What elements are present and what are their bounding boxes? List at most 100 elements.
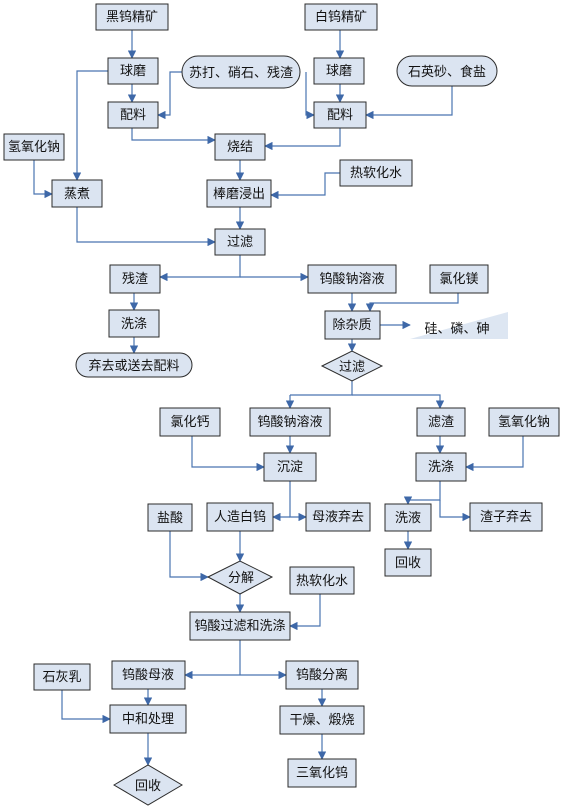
node-naoh-1 xyxy=(3,133,65,161)
edge-additives-to-mix xyxy=(157,71,182,120)
edge-precip-to-motherliquor xyxy=(289,481,307,522)
label-additives-1: 苏打、硝石、残渣 xyxy=(189,65,293,81)
label-dry-calcine: 干燥、煅烧 xyxy=(289,712,354,728)
edge-water-to-rodmill xyxy=(270,172,340,200)
node-purify xyxy=(324,310,381,340)
edge-additives-to-mix2 xyxy=(305,72,315,120)
node-ball-mill-2 xyxy=(313,57,365,85)
node-recover-1 xyxy=(384,548,432,577)
node-tungstic-separate xyxy=(285,660,359,690)
edge-ballmill-to-boil xyxy=(72,70,108,181)
node-discard-or-mix xyxy=(75,352,193,378)
label-hot-soft-water-1: 热软化水 xyxy=(350,166,402,181)
label-boil: 蒸煮 xyxy=(64,187,90,202)
edge-mix2-to-sinter xyxy=(264,128,341,151)
label-decompose: 分解 xyxy=(228,571,254,586)
label-residue-1: 残渣 xyxy=(122,272,148,287)
node-mix-2 xyxy=(313,101,367,129)
node-mix-1 xyxy=(107,101,159,129)
edge-lime-to-neutralize xyxy=(61,690,111,724)
edge-filter-to-residue xyxy=(159,255,241,282)
node-slag-discard xyxy=(469,502,543,532)
label-tungstic-separate: 钨酸分离 xyxy=(296,667,348,683)
node-ball-mill-1 xyxy=(107,57,159,85)
node-tungstate-solution-2 xyxy=(249,407,331,437)
node-hot-soft-water-2 xyxy=(289,566,355,595)
label-tungstate-solution-1: 钨酸钠溶液 xyxy=(319,271,384,287)
label-recover-1: 回收 xyxy=(395,556,421,571)
edge-filter2-split xyxy=(290,381,353,396)
node-tungstic-mother xyxy=(111,660,186,690)
node-filter-2 xyxy=(320,350,384,382)
label-naoh-1: 氢氧化钠 xyxy=(8,140,60,155)
label-discard-or-mix: 弃去或送去配料 xyxy=(88,359,179,374)
label-ball-mill-1: 球磨 xyxy=(120,64,146,79)
label-mix-2: 配料 xyxy=(327,108,353,123)
label-cacl2: 氯化钙 xyxy=(170,415,209,430)
label-wo3: 三氧化钨 xyxy=(296,765,348,781)
edge-boil-to-filter xyxy=(76,207,216,247)
label-purify: 除杂质 xyxy=(332,318,371,333)
label-tungstate-solution-2: 钨酸钠溶液 xyxy=(257,414,322,430)
label-hot-soft-water-2: 热软化水 xyxy=(296,574,348,589)
node-dry-calcine xyxy=(279,705,365,735)
label-rod-mill-leach: 棒磨浸出 xyxy=(213,187,265,202)
label-precipitate: 沉淀 xyxy=(277,460,303,475)
node-rod-mill-leach xyxy=(206,179,272,208)
node-wash-2 xyxy=(415,452,467,482)
edge-wash2-to-slag xyxy=(439,500,471,522)
node-residue-1 xyxy=(109,264,161,294)
node-cacl2 xyxy=(159,407,221,437)
edge-mgcl2-to-purify xyxy=(365,293,459,312)
label-mother-liquor-discard: 母液弃去 xyxy=(312,510,364,525)
node-recover-2 xyxy=(113,764,183,806)
node-additives-2 xyxy=(396,55,498,87)
label-filter-2: 过滤 xyxy=(339,360,365,375)
edges xyxy=(33,30,524,766)
nodes: 黑钨精矿 白钨精矿 球磨 苏打、硝石、残渣 球磨 石英砂、食盐 配料 配料 氢氧… xyxy=(3,3,560,806)
label-hcl: 盐酸 xyxy=(157,511,183,526)
label-filter-1: 过滤 xyxy=(227,235,253,250)
node-filter-1 xyxy=(214,228,266,256)
node-tungstate-solution-1 xyxy=(307,264,397,294)
node-mgcl2 xyxy=(429,264,489,294)
node-wolframite xyxy=(95,3,169,31)
edge-cacl2-to-precip xyxy=(191,436,265,472)
label-tungstic-filter-wash: 钨酸过滤和洗涤 xyxy=(194,618,285,634)
node-neutralize xyxy=(109,704,187,734)
edge-water2-to-tfw xyxy=(289,594,321,631)
node-wo3 xyxy=(287,758,357,788)
node-si-p-as xyxy=(410,312,508,339)
label-wolframite: 黑钨精矿 xyxy=(106,9,158,25)
edge-sand-to-mix2 xyxy=(365,86,453,120)
label-mgcl2: 氯化镁 xyxy=(439,272,478,287)
node-wash-liquid xyxy=(384,503,432,532)
label-scheelite: 白钨精矿 xyxy=(315,9,367,25)
edge-naoh-to-boil xyxy=(33,160,53,199)
node-mother-liquor-discard xyxy=(305,502,371,532)
node-tungstic-filter-wash xyxy=(189,611,291,641)
node-precipitate xyxy=(263,452,317,482)
node-wash-1 xyxy=(108,309,160,338)
node-naoh-2 xyxy=(488,407,560,437)
label-wash-liquid: 洗液 xyxy=(395,511,421,526)
edge-mix-to-sinter xyxy=(131,128,216,145)
label-recover-2: 回收 xyxy=(135,779,161,794)
label-filter-residue: 滤渣 xyxy=(428,415,454,430)
node-scheelite xyxy=(304,3,378,31)
label-artificial-scheelite: 人造白钨 xyxy=(214,509,266,525)
edge-naoh2-to-wash2 xyxy=(465,436,524,472)
node-filter-residue xyxy=(416,407,466,437)
label-wash-2: 洗涤 xyxy=(428,460,454,475)
label-tungstic-mother: 钨酸母液 xyxy=(122,667,174,683)
node-decompose xyxy=(206,560,274,595)
edge-wash2-to-liquid xyxy=(403,481,441,505)
label-si-p-as: 硅、磷、砷 xyxy=(424,322,489,337)
node-hcl xyxy=(147,503,193,532)
edge-filter2-to-residue xyxy=(352,394,445,409)
label-wash-1: 洗涤 xyxy=(121,317,147,332)
node-boil xyxy=(51,179,103,208)
label-slag-discard: 渣子弃去 xyxy=(480,510,532,525)
